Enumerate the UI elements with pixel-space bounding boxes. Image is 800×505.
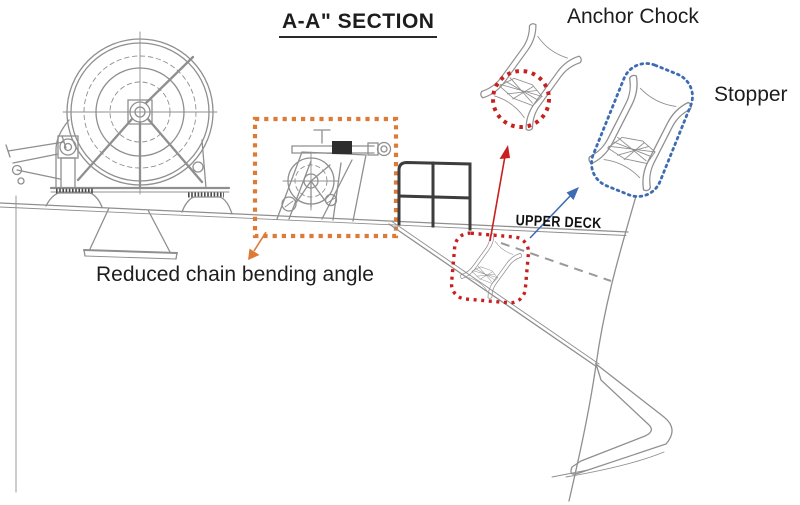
upper-deck-label: UPPER DECK: [515, 212, 602, 233]
section-title: A-A" SECTION: [279, 10, 438, 38]
reduced-chain-bending-angle-label: Reduced chain bending angle: [96, 263, 374, 286]
red-arrow: [489, 145, 510, 242]
deck-line: [0, 195, 629, 493]
orange-arrow: [248, 231, 267, 260]
dashed-projection-line: [500, 242, 612, 282]
anchor-chock-label: Anchor Chock: [567, 5, 699, 28]
bulwark-line: [568, 195, 637, 502]
chain-stopper-drawing: [276, 129, 392, 222]
windlass-lever-drawing: [5, 135, 79, 189]
stopper-label: Stopper: [714, 83, 788, 106]
red-dotted-circle-highlight: [491, 69, 551, 129]
inclined-plate: [388, 221, 600, 368]
windlass-drawing: [45, 31, 233, 215]
blue-dotted-rect-highlight: [590, 62, 694, 198]
hull-chevron-section: [551, 362, 673, 478]
anchor-chock-detail-drawing: [478, 21, 584, 133]
hawse-pipe-funnel: [83, 207, 178, 260]
deck-railing: [397, 160, 472, 231]
blue-arrow: [529, 187, 579, 239]
red-dotted-rect-highlight: [449, 231, 531, 305]
